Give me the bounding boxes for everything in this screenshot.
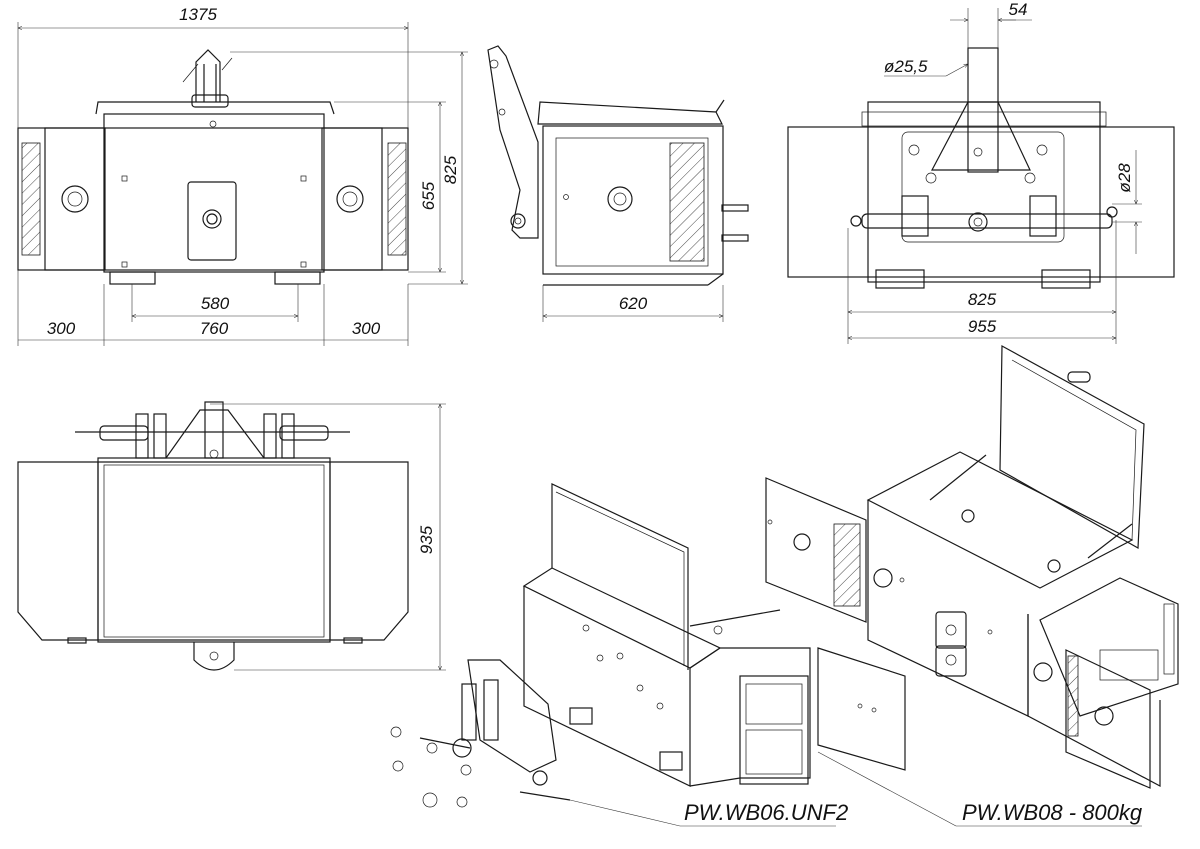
dim-front-side-right: 300: [352, 319, 381, 338]
dim-rear-hole-diameter: ø28: [1115, 163, 1134, 193]
front-dimensions: 1375 825 655 580 300 760 300: [18, 5, 468, 346]
rear-view: [787, 47, 1175, 289]
dim-rear-total-width: 955: [968, 317, 997, 336]
dim-rear-feet-spacing: 825: [968, 290, 997, 309]
dim-front-center-width: 760: [200, 319, 229, 338]
dim-front-height-outer: 825: [441, 155, 460, 184]
top-dimensions: 935: [210, 404, 446, 670]
side-dimensions: 620: [543, 285, 723, 322]
dim-rear-pin-diameter: ø25,5: [884, 57, 928, 76]
dim-rear-pin-gap: 54: [1009, 0, 1028, 19]
dim-front-side-left: 300: [47, 319, 76, 338]
dim-top-depth: 935: [417, 525, 436, 554]
iso-hitch-parts: [390, 659, 571, 808]
dim-front-feet-spacing: 580: [201, 294, 230, 313]
front-view: [17, 49, 409, 285]
rear-dimensions: 54 ø25,5 ø28 825 955: [848, 0, 1142, 344]
iso-small-weight-box: [522, 483, 906, 787]
model-label-large: PW.WB08 - 800kg: [962, 800, 1143, 825]
top-view: [17, 401, 409, 671]
side-view: [487, 45, 749, 286]
iso-large-weight-box: [765, 344, 1179, 789]
model-labels: PW.WB06.UNF2 PW.WB08 - 800kg: [569, 751, 1143, 827]
dim-front-height-inner: 655: [419, 181, 438, 210]
model-label-small: PW.WB06.UNF2: [684, 800, 848, 825]
dim-front-total-width: 1375: [179, 5, 217, 24]
dim-side-depth: 620: [619, 294, 648, 313]
